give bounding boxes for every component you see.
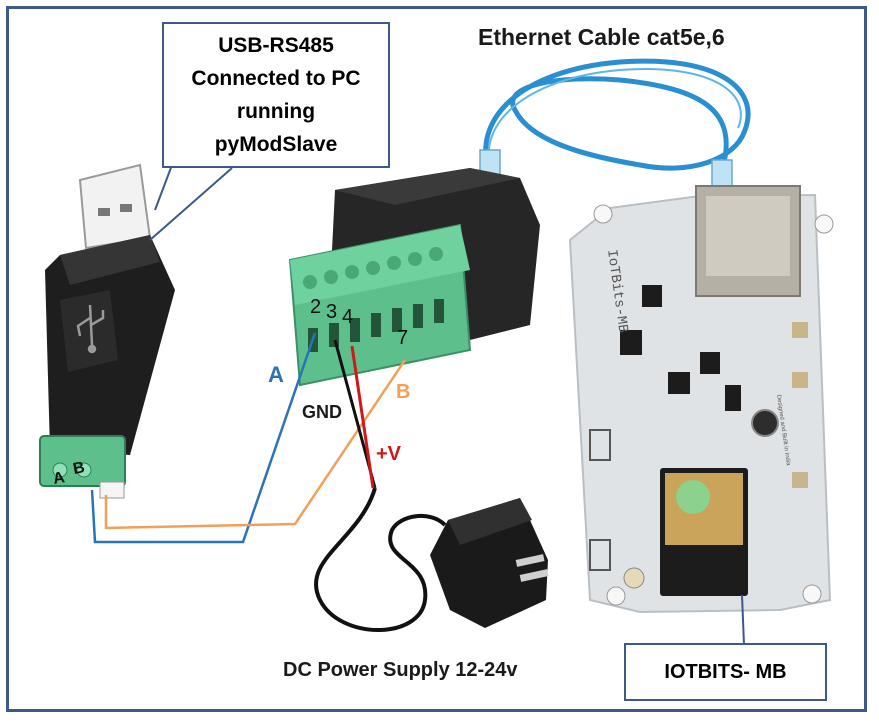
usb-callout-line-2: Connected to PC bbox=[191, 67, 361, 90]
terminal-label-b: B bbox=[72, 459, 86, 478]
ethernet-cable bbox=[479, 58, 751, 191]
iotbits-board: IoTBits-MB Designed and Built in India bbox=[568, 185, 834, 614]
usb-rs485-callout: USB-RS485 Connected to PC running pyModS… bbox=[162, 22, 390, 168]
terminal-label-a: A bbox=[52, 469, 67, 488]
terminal-screws bbox=[303, 247, 443, 289]
callout-pointers bbox=[149, 164, 745, 646]
wire-plus bbox=[350, 345, 375, 489]
usb-callout-line-3: running bbox=[236, 100, 316, 123]
wires bbox=[90, 332, 407, 544]
iotbits-callout-label: IOTBITS- MB bbox=[664, 660, 787, 683]
wire-a-label: A bbox=[268, 362, 284, 387]
power-supply-label: DC Power Supply 12-24v bbox=[283, 659, 518, 681]
diagram-frame bbox=[6, 6, 867, 712]
iotbits-callout: IOTBITS- MB bbox=[624, 643, 827, 701]
pin-label-3: 3 bbox=[326, 301, 337, 323]
wire-b-label: B bbox=[396, 381, 411, 403]
usb-callout-line-4: pyModSlave bbox=[214, 133, 338, 156]
wire-a bbox=[90, 332, 317, 544]
pin-label-4: 4 bbox=[342, 306, 353, 328]
usb-callout-line-1: USB-RS485 bbox=[218, 34, 334, 57]
usb-rs485-dongle bbox=[39, 163, 175, 499]
ethernet-cable-label: Ethernet Cable cat5e,6 bbox=[478, 24, 725, 50]
wire-b bbox=[104, 359, 407, 530]
plus-v-label: +V bbox=[376, 443, 402, 465]
power-adapter bbox=[314, 487, 549, 632]
gnd-label: GND bbox=[302, 402, 342, 422]
pin-label-2: 2 bbox=[310, 296, 321, 318]
pin-label-7: 7 bbox=[397, 327, 408, 349]
terminal-adapter bbox=[288, 168, 540, 387]
usb-icon bbox=[76, 304, 105, 354]
